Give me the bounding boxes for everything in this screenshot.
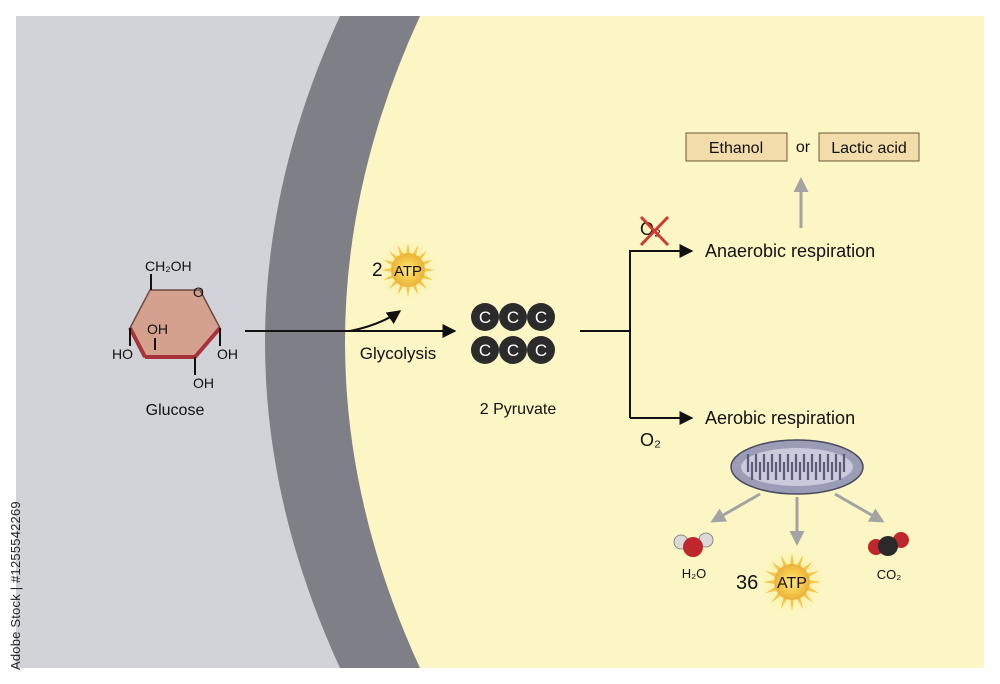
atp-ray: [388, 250, 399, 261]
carbon-letter: C: [535, 341, 547, 360]
atp-ray: [765, 586, 778, 594]
co2-arrow: [834, 492, 885, 523]
atp-glycolysis-icon: ATP: [378, 240, 438, 300]
atp-ray: [796, 596, 804, 609]
atp-count-aerobic: 36: [736, 572, 758, 594]
atp-ray: [412, 283, 419, 295]
carbon-atom: [471, 303, 499, 331]
atp-ray: [765, 570, 778, 578]
atp-ray: [808, 579, 821, 585]
glucose-ring-edge: [128, 327, 147, 358]
atp-count-glycolysis: 2: [372, 260, 383, 281]
atp-ray: [406, 243, 410, 255]
atp-ray: [423, 268, 435, 272]
atp-ray: [763, 579, 776, 585]
atp-ray: [806, 570, 819, 578]
mitochondrion-icon: [730, 439, 864, 495]
carbon-letter: C: [479, 308, 491, 327]
carbon-letter: C: [507, 308, 519, 327]
carbon-atom: [527, 303, 555, 331]
atp-ray: [806, 586, 819, 594]
atp-branch-arrow: [349, 310, 402, 332]
atp-ray: [780, 596, 788, 609]
glucose-ring-oxygen: O: [193, 284, 204, 300]
atp-ray: [421, 274, 433, 281]
glycolysis-label: Glycolysis: [360, 344, 437, 363]
carbon-atom: [471, 336, 499, 364]
atp-ray: [388, 279, 399, 290]
lactic-acid-label: Lactic acid: [831, 140, 907, 157]
atp-ray: [412, 245, 419, 257]
carbon-atom: [499, 336, 527, 364]
stock-id-watermark: Adobe Stock | #1255542269: [8, 501, 23, 670]
cytoplasm-region: [345, 16, 984, 668]
atp-ray: [802, 561, 813, 572]
aerobic-o2-label: O₂: [640, 430, 661, 450]
glucose-molecule: CH₂OH O OH HO OH OH Glucose: [112, 258, 238, 419]
aerobic-label: Aerobic respiration: [705, 408, 855, 428]
co2-label: CO₂: [877, 567, 902, 582]
co2-molecule-icon: [868, 532, 909, 556]
water-arrow: [710, 492, 761, 523]
atp-ray: [789, 553, 795, 566]
water-label: H₂O: [682, 566, 707, 581]
glucose-oh-inner: OH: [147, 321, 168, 337]
atp-ray: [383, 259, 395, 266]
atp-label-aerobic: ATP: [777, 575, 807, 592]
glucose-ch2oh: CH₂OH: [145, 258, 192, 274]
atp-ray: [383, 274, 395, 281]
atp-ray: [796, 555, 804, 568]
atp-ray: [802, 592, 813, 603]
glucose-oh-bottom: OH: [193, 375, 214, 391]
atp-ray: [421, 259, 433, 266]
no-oxygen-cross-icon: [639, 215, 670, 247]
carbon-atom: [499, 303, 527, 331]
atp-ray: [780, 555, 788, 568]
atp-ray: [406, 285, 410, 297]
pyruvate-label: 2 Pyruvate: [480, 401, 557, 418]
atp-label: ATP: [394, 263, 422, 280]
carbon-letter: C: [535, 308, 547, 327]
carbon-letter: C: [507, 341, 519, 360]
atp-ray: [771, 592, 782, 603]
ethanol-label: Ethanol: [709, 140, 763, 157]
anaerobic-label: Anaerobic respiration: [705, 241, 875, 261]
atp-ray: [417, 279, 428, 290]
or-label: or: [796, 139, 811, 156]
atp-aerobic-icon: ATP: [759, 549, 825, 615]
atp-ray: [397, 245, 404, 257]
ethanol-box: [685, 132, 788, 162]
atp-ray: [789, 598, 795, 611]
atp-ray: [417, 250, 428, 261]
water-molecule-icon: [673, 532, 714, 557]
atp-ray: [771, 561, 782, 572]
atp-ray: [397, 283, 404, 295]
carbon-atom: [527, 336, 555, 364]
atp-ray: [381, 268, 393, 272]
lactic-acid-box: [818, 132, 920, 162]
glucose-oh-right: OH: [217, 346, 238, 362]
carbon-letter: C: [479, 341, 491, 360]
glucose-ho-left: HO: [112, 346, 133, 362]
glucose-label: Glucose: [146, 402, 205, 419]
